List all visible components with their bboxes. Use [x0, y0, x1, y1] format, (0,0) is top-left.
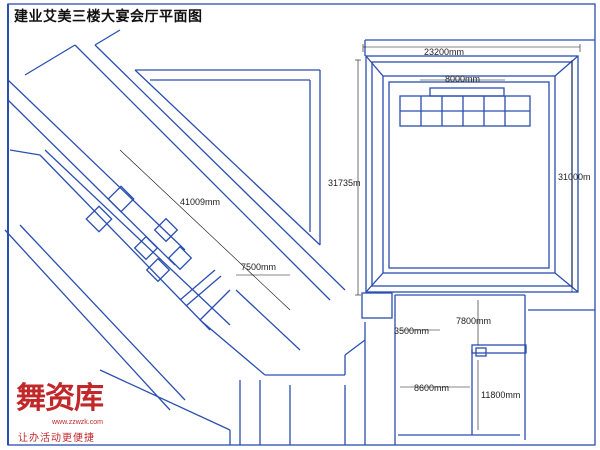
diagonal-corridor — [4, 29, 346, 445]
main-hall — [365, 55, 579, 293]
stage — [399, 87, 531, 127]
plan-title: 建业艾美三楼大宴会厅平面图 — [14, 9, 203, 25]
dim-top-width: 23200mm — [424, 47, 464, 57]
dim-hall-depth-right: 31000m — [558, 172, 591, 182]
dim-corridor-b: 8600mm — [414, 383, 449, 393]
dim-door-a: 3500mm — [394, 326, 429, 336]
dimension-lines — [119, 44, 581, 430]
watermark-logo: 舞资库 — [16, 381, 104, 416]
small-rooms — [85, 185, 301, 376]
dim-stage-width: 8000mm — [445, 74, 480, 84]
watermark-slogan: 让办活动更便捷 — [18, 433, 95, 444]
dim-diagonal-length: 41009mm — [180, 197, 220, 207]
dim-hall-depth-left: 31735m — [328, 178, 361, 188]
lower-corridors — [239, 39, 595, 445]
plan-lines — [4, 3, 596, 446]
dim-corridor-a: 7800mm — [456, 316, 491, 326]
dim-diagonal-width: 7500mm — [241, 262, 276, 272]
triangle-room — [134, 69, 321, 246]
dim-corridor-c: 11800mm — [481, 390, 520, 400]
watermark-url: www.zzwzk.com — [52, 419, 103, 426]
